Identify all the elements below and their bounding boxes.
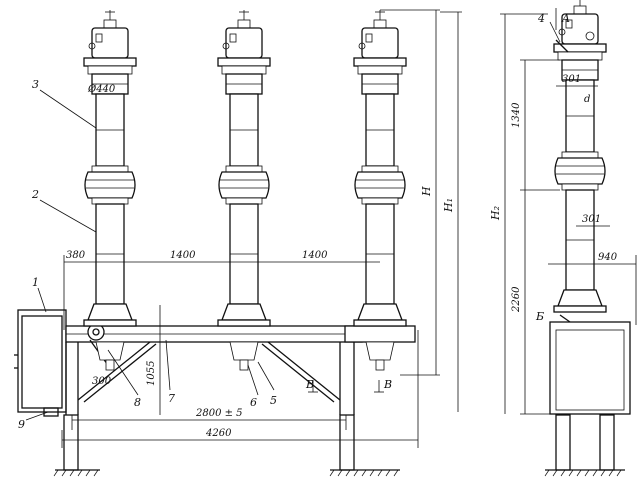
diameter-d-label: d (584, 94, 590, 105)
view-v-left-label: В (305, 378, 314, 391)
frame-height-label: 1055 (146, 361, 157, 386)
side-offset-top-label: 301 (562, 74, 581, 85)
callout-1: 1 (32, 276, 39, 289)
control-cabinet (14, 309, 67, 417)
height-h2-label: H₂ (489, 206, 502, 221)
pole-right (353, 9, 407, 371)
height-h1-label: H₁ (442, 198, 455, 213)
callout-4: 4 (537, 12, 545, 25)
callout-9: 9 (18, 418, 25, 431)
bracket-label: 300 (92, 376, 112, 387)
callout-3: 3 (32, 78, 39, 91)
view-v-right-label: В (383, 378, 392, 391)
inner-span-label: 2800 ± 5 (195, 408, 243, 419)
foundations (53, 414, 625, 477)
height-h-label: H (420, 186, 433, 197)
callout-7: 7 (168, 392, 175, 405)
callout-2: 2 (31, 188, 39, 201)
lower-insulator-label: 2260 (511, 286, 522, 313)
spacing-left-label: 1400 (170, 250, 196, 261)
total-length-label: 4260 (205, 428, 232, 439)
pole-middle (217, 9, 271, 371)
callout-5: 5 (270, 394, 277, 407)
callout-6: 6 (250, 396, 257, 409)
spacing-right-label: 1400 (302, 250, 328, 261)
callout-8: 8 (134, 396, 141, 409)
view-b-label: Б (535, 310, 544, 323)
dimension-lines (61, 8, 637, 448)
pole-left (83, 9, 137, 371)
diameter-label: Ø440 (87, 84, 116, 95)
main-frame (65, 323, 416, 415)
callout-leaders (25, 21, 561, 421)
view-a-label: A (561, 12, 570, 25)
side-reach-label: 940 (598, 252, 618, 263)
side-offset-mid-label: 301 (582, 214, 601, 225)
left-offset-label: 380 (66, 250, 86, 261)
side-view (549, 0, 631, 415)
upper-insulator-label: 1340 (511, 102, 522, 128)
